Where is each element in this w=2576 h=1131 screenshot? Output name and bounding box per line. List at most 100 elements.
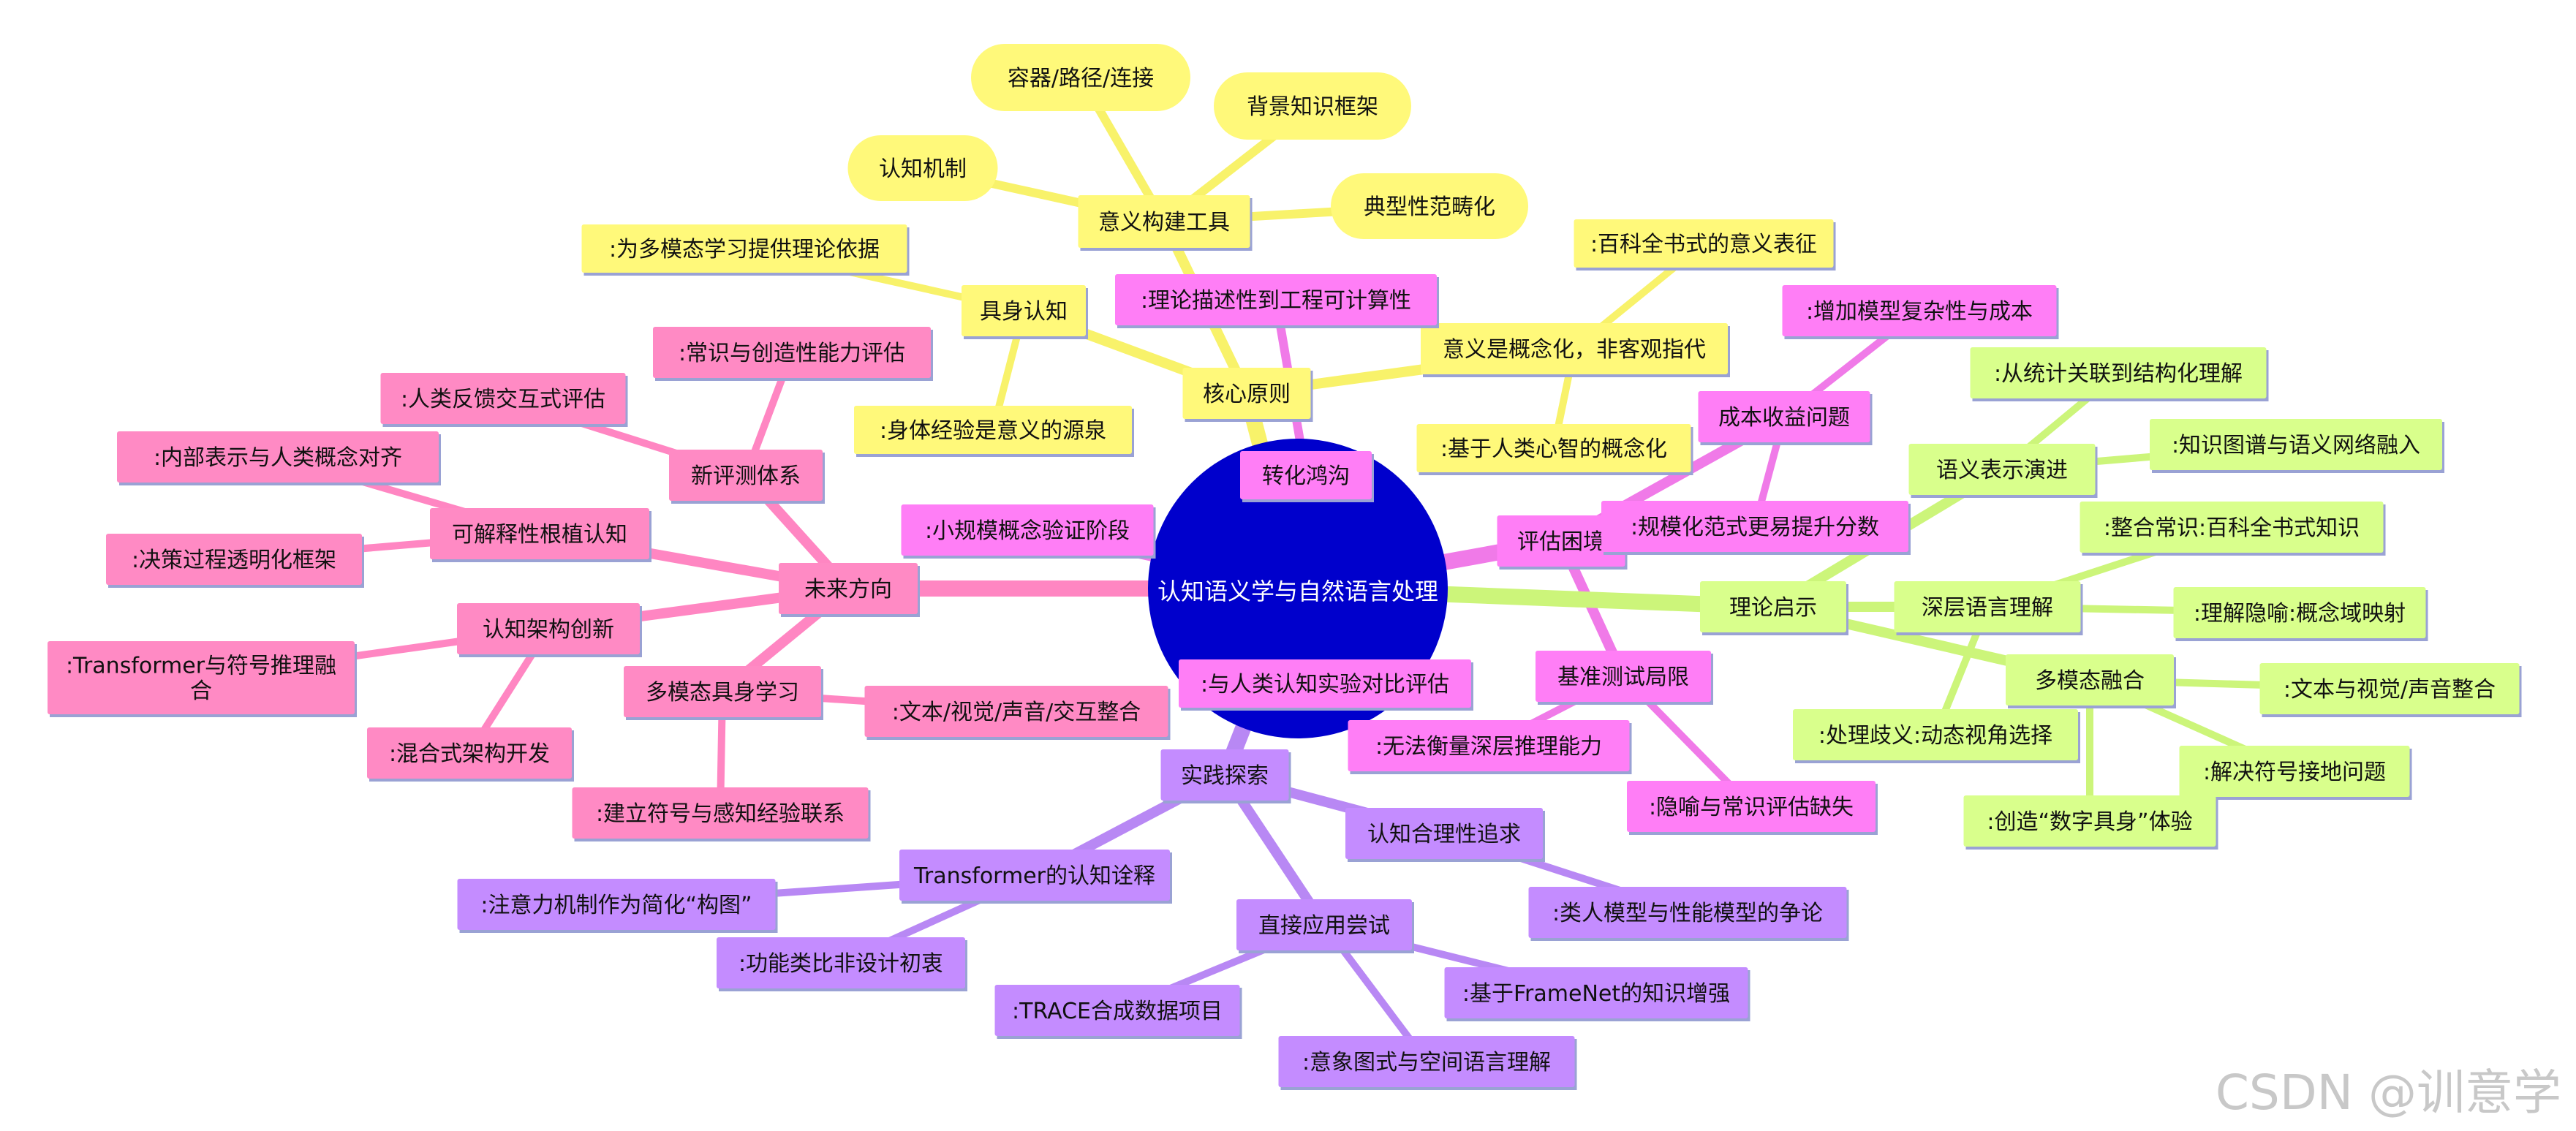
node-box: [1627, 781, 1876, 832]
node-label: 未来方向: [804, 577, 892, 602]
node-deep-reason[interactable]: :无法衡量深层推理能力: [1348, 720, 1632, 774]
node-theory[interactable]: 理论启示: [1700, 581, 1848, 635]
node-desc-to-compute[interactable]: :理论描述性到工程可计算性: [1115, 274, 1439, 328]
node-box: [717, 937, 965, 988]
node-human-feedback[interactable]: :人类反馈交互式评估: [380, 373, 628, 427]
node-label: 意义构建工具: [1098, 210, 1230, 235]
node-box: [572, 787, 869, 839]
node-common[interactable]: :整合常识:百科全书式知识: [2080, 502, 2386, 556]
node-align[interactable]: :内部表示与人类概念对齐: [117, 431, 441, 485]
node-label: 认知机制: [879, 156, 967, 182]
node-label: :TRACE合成数据项目: [1012, 999, 1223, 1024]
node-stat-to-struct[interactable]: :从统计关联到结构化理解: [1970, 347, 2269, 401]
node-symbol-link[interactable]: :建立符号与感知经验联系: [572, 787, 871, 841]
node-deep[interactable]: 深层语言理解: [1894, 581, 2083, 635]
node-box: [1348, 720, 1630, 771]
node-label: 深层语言理解: [1922, 595, 2053, 621]
node-attention[interactable]: :注意力机制作为简化“构图”: [457, 879, 778, 933]
node-grounding[interactable]: :解决符号接地问题: [2179, 746, 2412, 800]
node-label: 直接应用尝试: [1258, 913, 1390, 939]
node-framenet[interactable]: :基于FrameNet的知识增强: [1444, 967, 1750, 1021]
node-label: :类人模型与性能模型的争论: [1552, 901, 1823, 926]
node-human-mind[interactable]: :基于人类心智的概念化: [1416, 424, 1693, 475]
node-transformer-symbol[interactable]: :Transformer与符号推理融合: [48, 641, 357, 717]
node-small-scale[interactable]: :小规模概念验证阶段: [901, 504, 1156, 559]
node-construct-tool[interactable]: 意义构建工具: [1078, 195, 1253, 251]
node-box: [1782, 285, 2057, 336]
node-complexity[interactable]: :增加模型复杂性与成本: [1782, 285, 2059, 339]
node-box: [962, 285, 1086, 336]
node-box: [581, 224, 907, 273]
node-box: [380, 373, 626, 424]
node-text-visual-interact[interactable]: :文本/视觉/声音/交互整合: [864, 686, 1171, 740]
node-box: [1240, 451, 1372, 499]
node-box: [624, 666, 821, 717]
node-box: [1574, 219, 1834, 268]
node-metaphor[interactable]: :理解隐喻:概念域映射: [2173, 587, 2428, 641]
node-multimodal-basis[interactable]: :为多模态学习提供理论依据: [581, 224, 910, 276]
node-cost[interactable]: 成本收益问题: [1698, 391, 1873, 445]
node-new-eval[interactable]: 新评测体系: [669, 450, 825, 504]
node-debate[interactable]: :类人模型与性能模型的争论: [1528, 887, 1849, 941]
node-box: [367, 727, 572, 779]
node-common-creative[interactable]: :常识与创造性能力评估: [653, 327, 933, 381]
node-box: [1894, 581, 2081, 632]
node-label: :隐喻与常识评估缺失: [1649, 795, 1854, 820]
node-background[interactable]: 背景知识框架: [1214, 72, 1411, 140]
node-digital-body[interactable]: :创造“数字具身”体验: [1963, 795, 2218, 850]
node-box: [1345, 808, 1543, 859]
node-metaphor-eval[interactable]: :隐喻与常识评估缺失: [1627, 781, 1878, 835]
node-future[interactable]: 未来方向: [779, 563, 920, 617]
node-fusion[interactable]: 多模态融合: [2006, 654, 2176, 708]
node-mechanism[interactable]: 认知机制: [847, 135, 998, 201]
node-box: [1700, 581, 1846, 632]
node-label: 认知架构创新: [483, 617, 614, 643]
node-container[interactable]: 容器/路径/连接: [971, 44, 1190, 111]
node-prototype[interactable]: 典型性范畴化: [1331, 173, 1528, 239]
node-mm-embodied[interactable]: 多模态具身学习: [624, 666, 823, 720]
node-box: [2173, 587, 2426, 638]
node-text-visual[interactable]: :文本与视觉/声音整合: [2259, 663, 2522, 717]
node-label: :内部表示与人类概念对齐: [154, 445, 402, 471]
node-trace[interactable]: :TRACE合成数据项目: [994, 985, 1242, 1039]
node-evolution[interactable]: 语义表示演进: [1908, 444, 2098, 498]
node-image-schema[interactable]: :意象图式与空间语言理解: [1278, 1036, 1577, 1090]
node-ambiguity[interactable]: :处理歧义:动态视角选择: [1793, 709, 2080, 763]
node-functional[interactable]: :功能类比非设计初衷: [717, 937, 967, 991]
node-box: [669, 450, 823, 501]
node-arch[interactable]: 认知架构创新: [457, 603, 642, 657]
node-encyclopedic[interactable]: :百科全书式的意义表征: [1574, 219, 1836, 271]
node-label: 评估困境: [1517, 529, 1605, 555]
node-embodied[interactable]: 具身认知: [962, 285, 1088, 339]
node-label: :文本/视觉/声音/交互整合: [892, 700, 1141, 725]
node-label: 核心原则: [1203, 382, 1291, 407]
node-practice[interactable]: 实践探索: [1160, 749, 1291, 803]
node-label: 多模态具身学习: [646, 680, 799, 706]
node-hybrid[interactable]: :混合式架构开发: [367, 727, 574, 782]
node-cog-rational[interactable]: 认知合理性追求: [1345, 808, 1545, 862]
node-label: :注意力机制作为简化“构图”: [480, 893, 752, 918]
node-label: 基准测试局限: [1557, 665, 1689, 690]
node-human-compare[interactable]: :与人类认知实验对比评估: [1179, 659, 1473, 711]
node-label: :与人类认知实验对比评估: [1201, 672, 1449, 697]
node-box: [1908, 444, 2096, 495]
node-score[interactable]: :规模化范式更易提升分数: [1601, 501, 1911, 555]
node-label: 语义表示演进: [1936, 458, 2068, 483]
node-label: :解决符号接地问题: [2203, 760, 2386, 785]
node-explain[interactable]: 可解释性根植认知: [430, 508, 651, 562]
node-gap[interactable]: 转化鸿沟: [1240, 451, 1374, 502]
node-bench[interactable]: 基准测试局限: [1536, 651, 1713, 705]
node-transformer-interp[interactable]: Transformer的认知诠释: [899, 850, 1172, 904]
node-box: [430, 508, 649, 559]
node-body-exp[interactable]: :身体经验是意义的源泉: [854, 406, 1134, 457]
node-box: [1331, 173, 1528, 239]
node-kg[interactable]: :知识图谱与语义网络融入: [2150, 419, 2444, 473]
node-core[interactable]: 核心原则: [1182, 368, 1313, 422]
node-label: :文本与视觉/声音整合: [2284, 677, 2496, 703]
node-transparent[interactable]: :决策过程透明化框架: [106, 534, 364, 588]
node-label: :整合常识:百科全书式知识: [2104, 515, 2360, 541]
node-label: :混合式架构开发: [389, 741, 550, 767]
node-direct[interactable]: 直接应用尝试: [1236, 899, 1414, 953]
node-conceptual[interactable]: 意义是概念化，非客观指代: [1421, 323, 1730, 377]
node-box: [864, 686, 1168, 737]
